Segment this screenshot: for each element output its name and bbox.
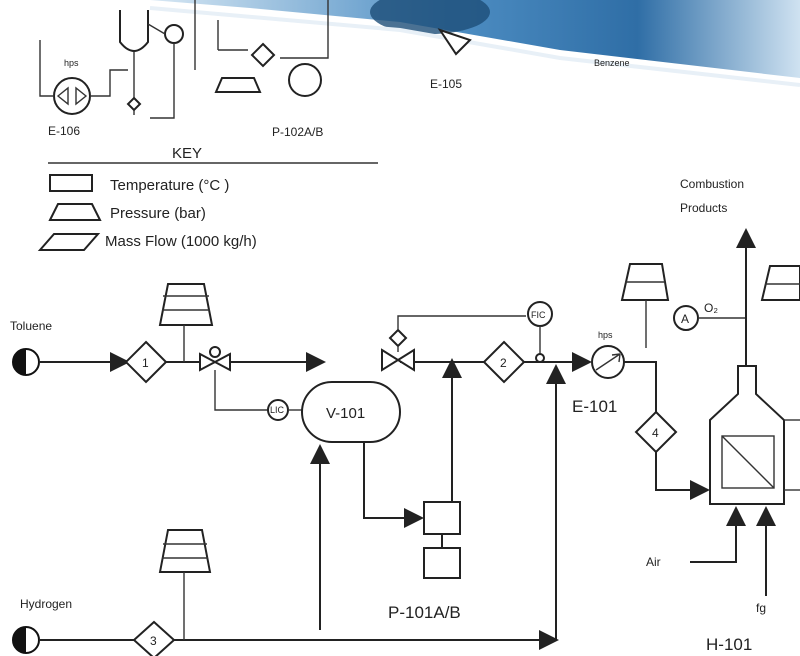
- p101-motor-icon: [423, 501, 461, 535]
- valve-actuator-icon: [388, 328, 408, 348]
- top-pressure-flag: [214, 77, 262, 93]
- top-controller-icon: [164, 24, 184, 44]
- combustion-label-line2: Products: [680, 201, 727, 215]
- key-title: KEY: [172, 145, 202, 162]
- lic-label: LIC: [270, 405, 285, 415]
- key-massflow-symbol: [37, 233, 101, 251]
- e101-label: E-101: [572, 397, 617, 416]
- stream-3-flag-icon: [158, 529, 212, 573]
- p102-pump-icon: [288, 63, 322, 97]
- combustion-label-line1: Combustion: [680, 177, 744, 191]
- e106-label: E-106: [48, 124, 80, 138]
- stream-4-number: 4: [652, 426, 659, 440]
- e101-hps-label: hps: [598, 330, 613, 340]
- stream-3-number: 3: [150, 634, 157, 648]
- e106-exchanger-icon: [53, 77, 91, 115]
- top-stream-diamond: [250, 42, 276, 68]
- e105-icon: [437, 28, 472, 56]
- analyzer-label: A: [681, 312, 689, 326]
- p101-pump-icon: [423, 547, 461, 579]
- benzene-label: Benzene: [594, 58, 630, 68]
- v101-label: V-101: [326, 405, 365, 422]
- key-pressure-symbol: [48, 203, 102, 221]
- h101-heater: [709, 365, 785, 505]
- top-valve-icon: [126, 96, 142, 112]
- stream-1-number: 1: [142, 356, 149, 370]
- toluene-label: Toluene: [10, 319, 52, 333]
- p102-label: P-102A/B: [272, 125, 323, 139]
- key-temperature-symbol: [49, 174, 93, 192]
- stream-1-diamond: [124, 340, 168, 384]
- key-temperature-label: Temperature (°C ): [110, 177, 229, 194]
- stream-2-diamond: [482, 340, 526, 384]
- v101-vessel: [301, 381, 401, 443]
- toluene-control-valve-icon: [199, 352, 231, 372]
- photo-band: [150, 0, 800, 78]
- stream-2-number: 2: [500, 356, 507, 370]
- key-massflow-label: Mass Flow (1000 kg/h): [105, 233, 257, 250]
- o2-label: O₂: [704, 301, 718, 315]
- e105-label: E-105: [430, 77, 462, 91]
- stream-3-diamond: [132, 620, 176, 656]
- photo-band-edge: [149, 6, 800, 87]
- stream-1-flag-icon: [158, 283, 214, 326]
- fic-label: FIC: [531, 310, 546, 320]
- photo-equipment: [370, 0, 490, 34]
- fuel-gas-label: fg: [756, 601, 766, 615]
- hydrogen-label: Hydrogen: [20, 597, 72, 611]
- stream-2-control-valve-icon: [381, 348, 415, 372]
- e106-hps-label: hps: [64, 58, 79, 68]
- h101-label: H-101: [706, 635, 752, 654]
- h101-coil: [721, 435, 775, 489]
- p101-label: P-101A/B: [388, 603, 461, 622]
- air-label: Air: [646, 555, 661, 569]
- key-pressure-label: Pressure (bar): [110, 205, 206, 222]
- h101-flag-icon: [760, 265, 800, 301]
